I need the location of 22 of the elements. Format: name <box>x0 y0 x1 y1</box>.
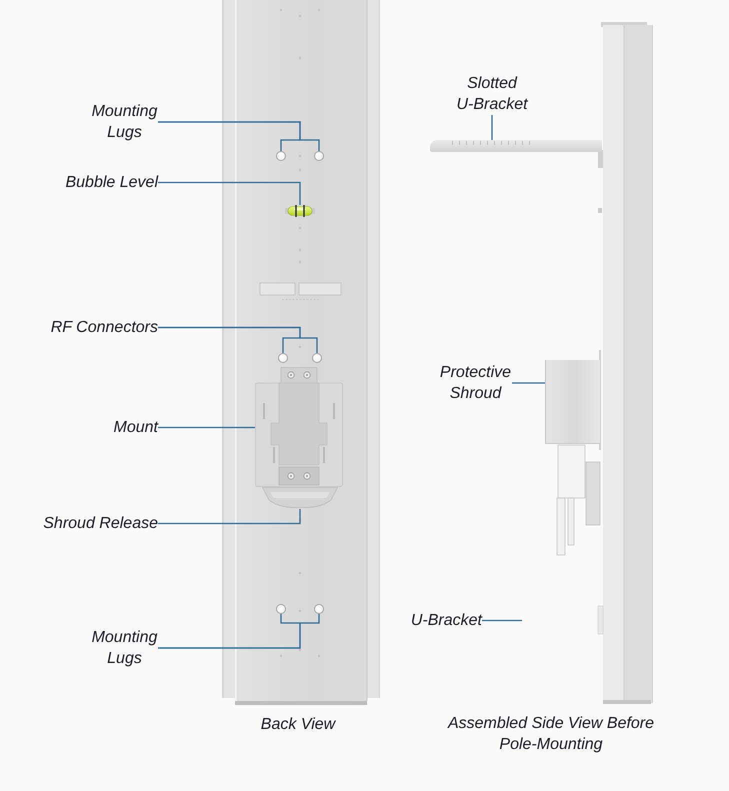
view-caption: Assembled Side View Before Pole-Mounting <box>447 714 655 755</box>
view-caption: Back View <box>260 715 336 735</box>
callout-label: RF Connectors <box>50 317 158 338</box>
bubble-level <box>285 205 315 217</box>
mount-plate <box>255 367 343 487</box>
protective-shroud <box>545 360 600 444</box>
leader-line <box>482 620 522 622</box>
callout-label: Mounting Lugs <box>91 627 158 669</box>
callout-label: Bubble Level <box>65 172 158 193</box>
callout-label: Mounting Lugs <box>91 101 158 143</box>
leader-line <box>158 509 301 524</box>
leader-line <box>158 182 301 205</box>
leader-line <box>158 426 255 428</box>
leader-line <box>491 115 493 140</box>
callout-label: Shroud Release <box>43 513 158 534</box>
leader-line <box>512 382 545 384</box>
callout-label: Slotted U-Bracket <box>456 73 528 115</box>
slotted-bracket <box>430 140 602 152</box>
callout-label: U-Bracket <box>410 610 482 631</box>
callout-label: Protective Shroud <box>439 362 512 404</box>
callout-label: Mount <box>114 417 158 438</box>
release-tab <box>262 487 338 509</box>
